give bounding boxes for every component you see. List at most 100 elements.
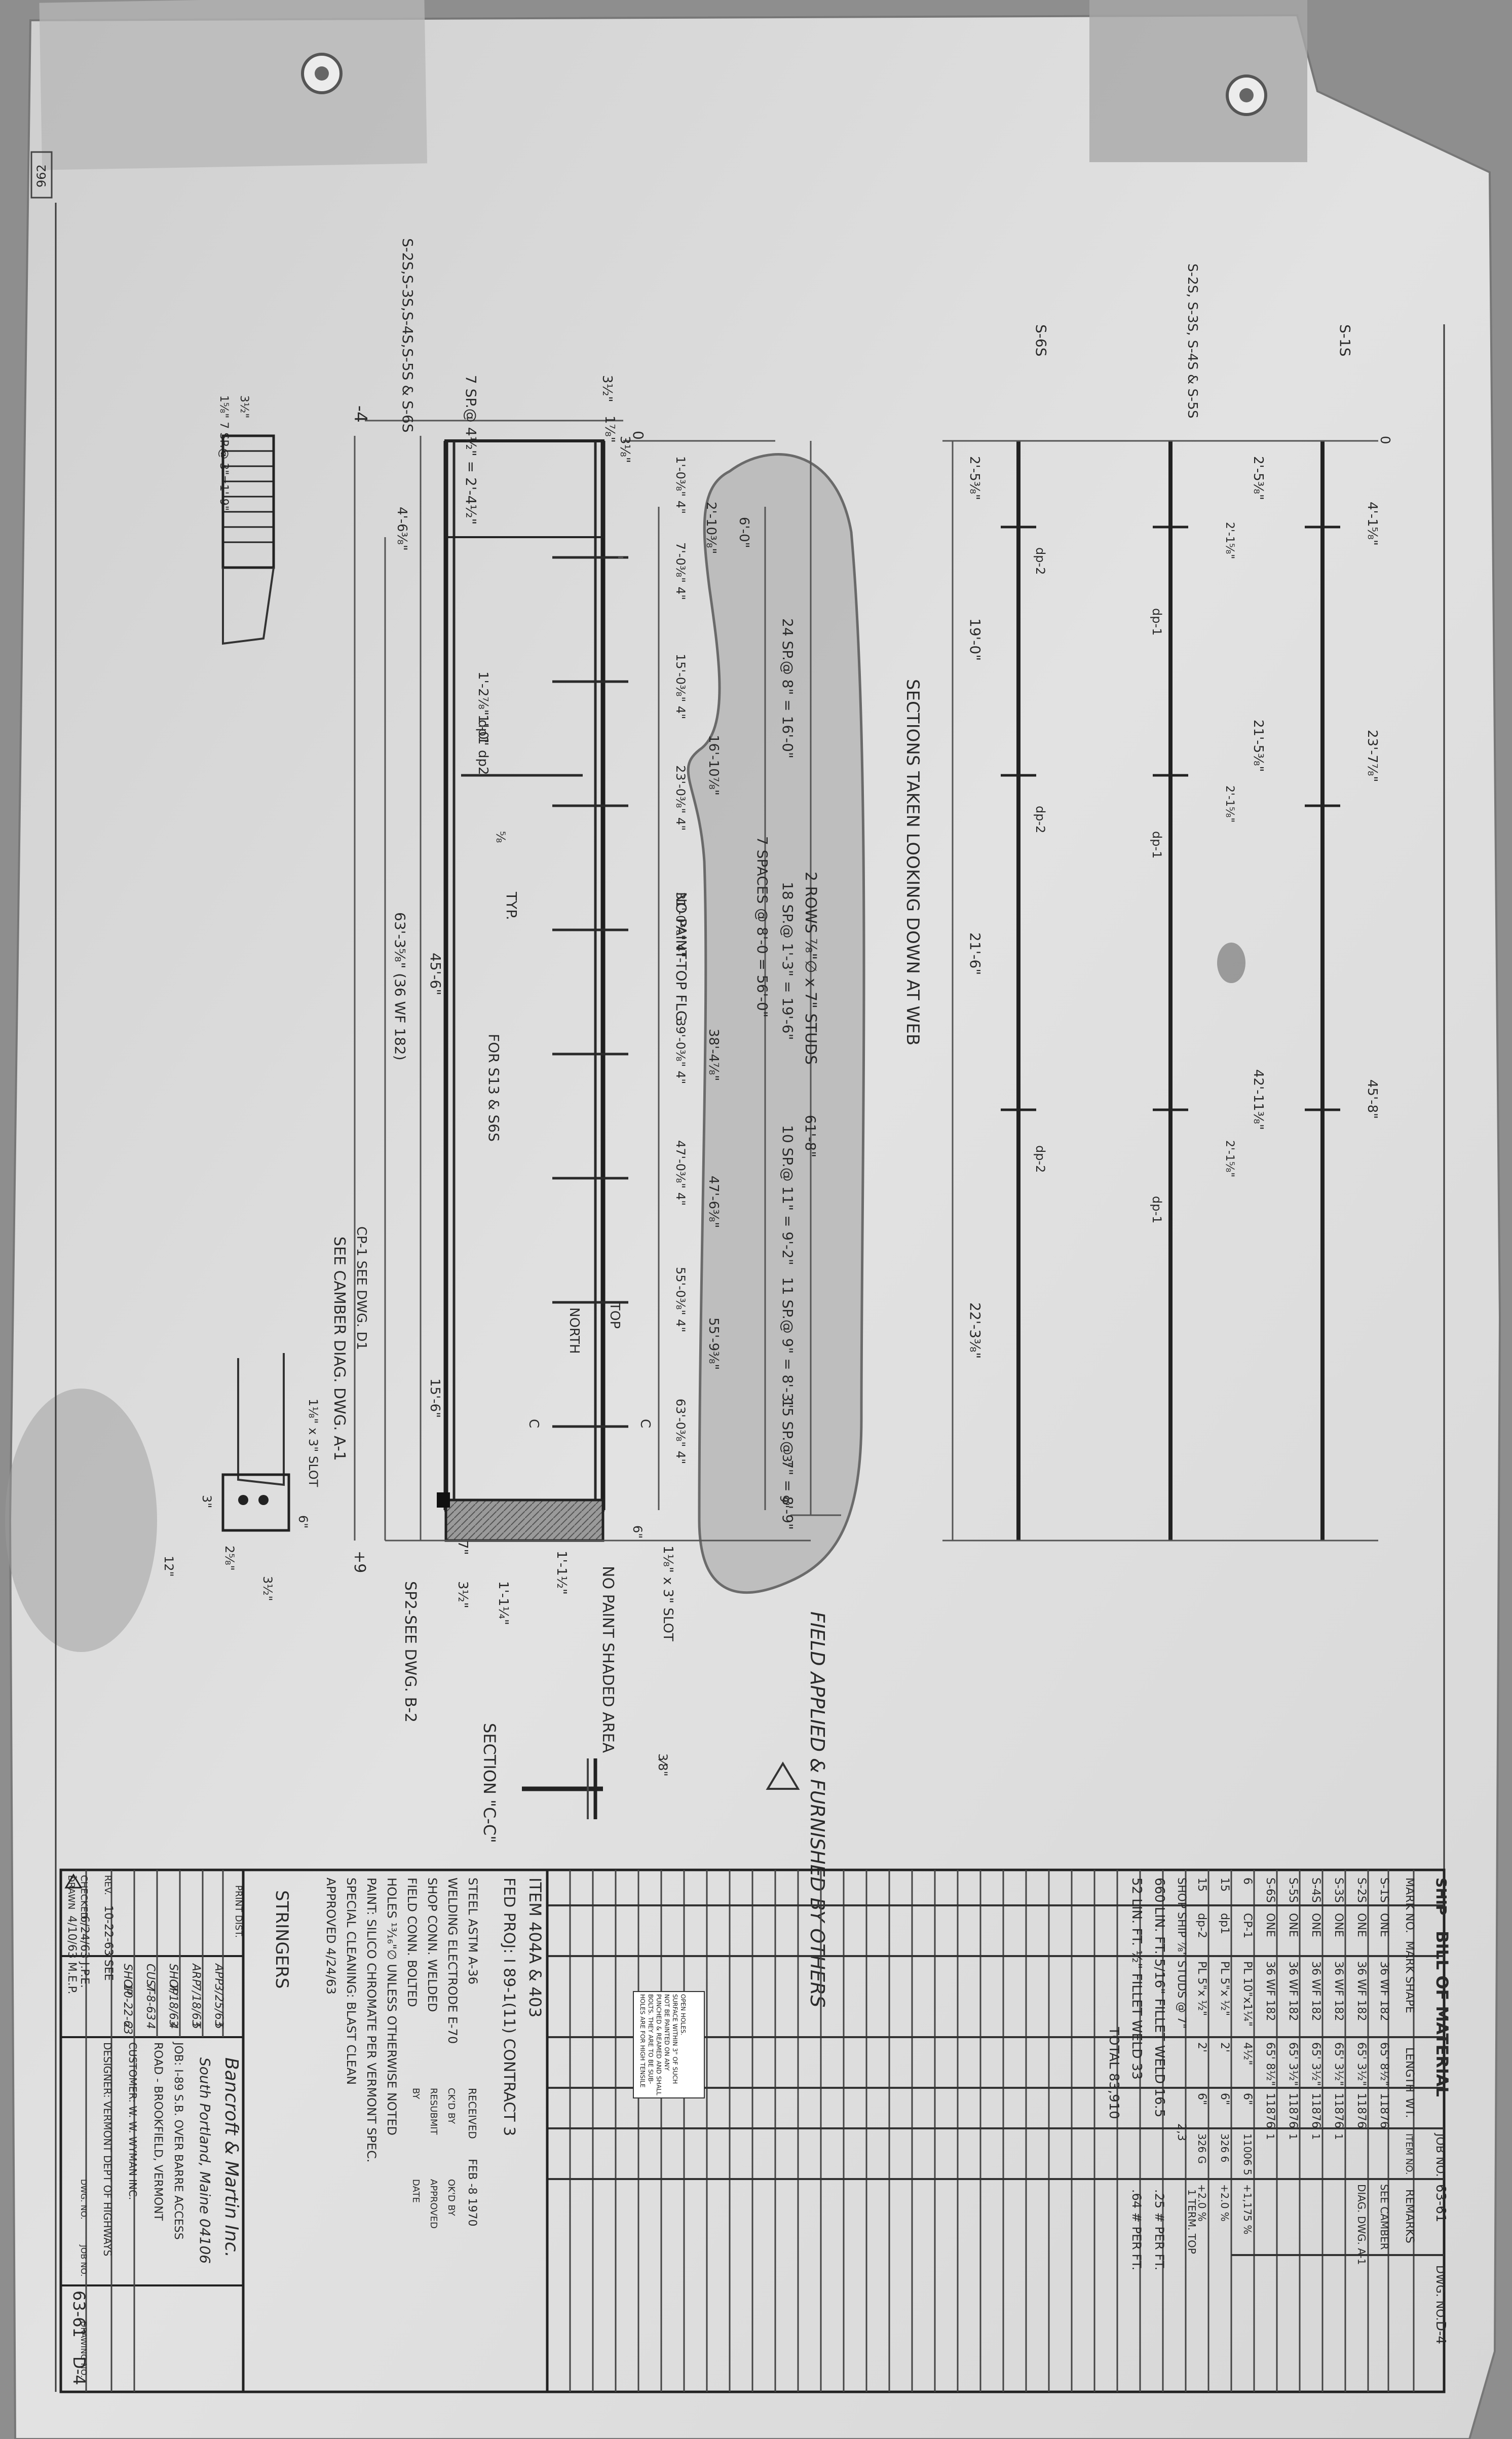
station-9: 63'-0⅜" 4" xyxy=(673,1399,688,1464)
bom-by: BY xyxy=(410,2088,421,2099)
dwg-label: DWG. NO. xyxy=(79,2179,89,2220)
sec-mid-small-3: 2'-1⅝" xyxy=(1223,1140,1236,1177)
print-dist-n: 2 xyxy=(121,2022,134,2029)
bom-cell-length: 65' 3½" xyxy=(1355,2042,1368,2086)
checked: 6/24/63 J.P.E. xyxy=(78,1916,91,1988)
bom-received-date: FEB -8 1970 xyxy=(466,2159,478,2227)
sections-heading: SECTIONS TAKEN LOOKING DOWN AT WEB xyxy=(902,679,923,1045)
bom-ckd: CK'D BY xyxy=(446,2088,457,2124)
bom-studs-qty: 2,3 xyxy=(1175,2123,1188,2141)
sec-mid-small-2: 2'-1⅝" xyxy=(1223,785,1236,822)
bom-cell-mark: 15 xyxy=(1218,1878,1231,1892)
bom-cell-no: ONE xyxy=(1264,1913,1276,1937)
bom-cell-wt: 6" xyxy=(1195,2093,1208,2105)
label-bot-112: 1'-1½" xyxy=(554,1551,569,1595)
section-mark-3: S-6S xyxy=(1033,324,1049,356)
bom-cell-item: 1 xyxy=(1333,2133,1345,2140)
label-plus9: +9 xyxy=(351,1551,368,1573)
section-cc-detail xyxy=(522,1758,800,1819)
label-bot-1: 1'-1¼" xyxy=(496,1581,511,1625)
bom-steel: STEEL ASTM A-36 xyxy=(466,1878,480,1984)
sec-dp-6: dp-1 xyxy=(1150,1196,1164,1223)
bom-cell-mark: S-5S xyxy=(1287,1878,1299,1903)
print-dist-rows: APP3/25/635ARP7/18/635SHOP7/18/634CUST7-… xyxy=(121,1963,225,2035)
label-spacing-4: 10 SP.@ 11" = 9'-2" xyxy=(779,1125,796,1265)
label-60: 6'-0" xyxy=(736,517,751,548)
label-2-10: 2'-10⅜" xyxy=(703,502,719,554)
bom-cell-length: 65' 3½" xyxy=(1287,2042,1299,2086)
drawing-label: DRAWING NO. xyxy=(79,2321,89,2378)
bom-cell-length: 2' xyxy=(1218,2042,1231,2052)
label-47: 47'-6⅜" xyxy=(706,1176,721,1228)
print-dist-n: 4 xyxy=(144,2022,157,2029)
sec-left-1: 2'-5⅜" xyxy=(967,456,982,500)
bom-h-no: NO. xyxy=(1403,1913,1416,1933)
bearing-detail xyxy=(221,1353,290,1532)
label-c-2: C xyxy=(637,1419,653,1428)
label-cp1: CP-1 SEE DWG. D1 xyxy=(354,1226,369,1350)
bom-cell-mark: 6 xyxy=(1241,1878,1254,1885)
label-typ: TYP. xyxy=(503,891,520,920)
sec-left-2: 19'-0" xyxy=(967,618,984,661)
label-end-dim-b: 3⅛" xyxy=(617,436,632,463)
left-det-6: 6" xyxy=(296,1515,310,1528)
sec-right-3: 45'-8" xyxy=(1365,1079,1380,1119)
bom-total: TOTAL 83,910 xyxy=(1106,2027,1121,2119)
bom-cell-item: 326 G xyxy=(1196,2133,1208,2164)
left-det-3: 3" xyxy=(200,1495,214,1508)
label-zero: 0 xyxy=(630,431,647,440)
holes-note: HOLES ARE FOR HIGH TENSILE BOLTS. THEY A… xyxy=(639,1994,687,2095)
sec-dp-1: dp-2 xyxy=(1033,547,1047,575)
sec-left-4: 22'-3⅜" xyxy=(967,1302,984,1359)
bom-welding: WELDING ELECTRODE E-70 xyxy=(445,1878,460,2044)
triangle-label: 1 xyxy=(69,1875,79,1880)
bom-cell-length: 2' xyxy=(1195,2042,1208,2052)
rev-label: REV. xyxy=(102,1875,113,1895)
bom-cell-remarks: DIAG. DWG. A-1 xyxy=(1355,2184,1368,2265)
station-1: 1'-0⅜" 4" xyxy=(673,456,688,514)
bom-h-shape: SHAPE xyxy=(1403,1976,1416,2013)
bom-cell-no: ONE xyxy=(1332,1913,1345,1937)
label-sp2: SP2-SEE DWG. B-2 xyxy=(401,1581,419,1722)
station-8: 55'-0⅜" 4" xyxy=(673,1267,688,1332)
station-3: 15'-0⅜" 4" xyxy=(673,654,688,719)
label-spacing-3: 18 SP.@ 1'-3" = 19'-6" xyxy=(779,882,796,1040)
label-cc-dim: 3⁄8" xyxy=(656,1753,670,1777)
label-no-paint-top: NO PAINT-TOP FLG. xyxy=(673,892,690,1026)
bom-fillet-1-wt: .25 # PER FT. xyxy=(1152,2189,1166,2270)
bom-job-no: 63-61 xyxy=(1433,2184,1448,2223)
bom-cell-remarks: +1,175 % xyxy=(1241,2184,1254,2234)
bom-h-mark2: MARK xyxy=(1403,1941,1416,1973)
bom-cell-item: 11006 5 xyxy=(1241,2133,1254,2175)
bom-studs: SHOP SHIP ⅞" STUDS @ 7" xyxy=(1175,1878,1188,2029)
bom-cell-no: CP-1 xyxy=(1241,1913,1254,1938)
bom-ship: SHIP xyxy=(1433,1878,1450,1916)
drawn-label: DRAWN xyxy=(66,1875,77,1909)
bom-item: ITEM 404A & 403 xyxy=(525,1878,545,2017)
bom-cell-mark: S-6S xyxy=(1264,1878,1276,1903)
label-spacing-5: 11 SP.@ 9" = 8'-3" xyxy=(779,1277,796,1408)
elevation-view xyxy=(354,420,865,1594)
bom-cell-wt: 11876 xyxy=(1264,2093,1276,2128)
label-left-1: 4'-6⅜" xyxy=(394,507,409,551)
label-top-dims: 7 SP.@ 4½" = 2'-4½" xyxy=(463,375,479,524)
job-label: JOB NO. xyxy=(79,2244,89,2276)
company: Bancroft & Martin Inc. xyxy=(221,2057,242,2258)
label-38: 38'-4⅞" xyxy=(706,1029,721,1081)
tape-left xyxy=(39,0,428,170)
print-dist-k: CUST xyxy=(144,1964,157,1994)
bom-cell-no: ONE xyxy=(1355,1913,1368,1937)
bom-cell-no: ONE xyxy=(1378,1913,1390,1937)
label-dp2: 1'-0" dp2 xyxy=(475,715,490,775)
label-slot1: 1⅛" x 3" SLOT xyxy=(306,1399,320,1487)
section-zero: 0 xyxy=(1377,436,1392,444)
bom-cell-shape: 36 WF 182 xyxy=(1332,1961,1345,2021)
bom-fillet-2: 52 LIN. FT. ½" FILLET WELD 33 xyxy=(1129,1878,1144,2080)
bom-cell-item: 326 6 xyxy=(1219,2133,1231,2162)
stud-detail xyxy=(221,434,275,645)
label-no-paint-shaded: NO PAINT SHADED AREA xyxy=(599,1566,617,1753)
label-61: 61'-8" xyxy=(802,1115,819,1157)
bom-cell-shape: 36 WF 182 xyxy=(1309,1961,1322,2021)
bom-cell-shape: 36 WF 182 xyxy=(1287,1961,1299,2021)
bom-h-wt: WT. xyxy=(1403,2098,1416,2118)
